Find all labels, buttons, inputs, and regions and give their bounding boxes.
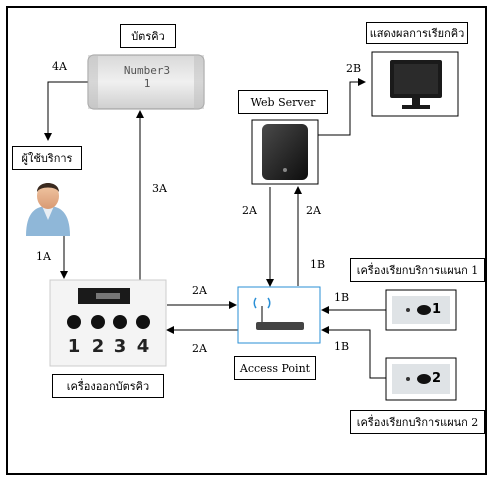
step-2a-right: 2A — [306, 204, 321, 217]
step-3a: 3A — [152, 182, 167, 195]
keypad-digit-1: 1 — [68, 336, 81, 357]
step-2b: 2B — [346, 62, 362, 75]
caller-device-2-image — [385, 357, 457, 401]
ticket-screen-line2: 1 — [143, 77, 151, 90]
keypad-digit-3: 3 — [114, 336, 127, 357]
step-1b-a: 1B — [310, 258, 326, 271]
caller-device-1-image — [385, 289, 457, 331]
monitor-image — [371, 51, 459, 117]
caller1-digit: 1 — [432, 302, 442, 317]
step-1b-b: 1B — [334, 291, 350, 304]
display-result-label: แสดงผลการเรียกคิว — [366, 22, 468, 44]
step-2a-bottom: 2A — [192, 342, 207, 355]
step-1b-c: 1B — [334, 340, 350, 353]
step-2a-top: 2A — [192, 284, 207, 297]
ticket-label: บัตรคิว — [120, 24, 176, 48]
user-avatar-image — [24, 182, 72, 236]
ticket-screen-line1: Number3 — [123, 64, 171, 77]
web-server-label: Web Server — [238, 90, 328, 114]
access-point-image — [237, 286, 321, 344]
step-2a-left: 2A — [242, 204, 257, 217]
keypad-digit-2: 2 — [92, 336, 105, 357]
keypad-digit-labels: 1 2 3 4 — [68, 336, 150, 357]
step-4a: 4A — [52, 60, 67, 73]
arrow-2b — [318, 78, 366, 136]
keypad-digit-4: 4 — [137, 336, 150, 357]
user-label: ผู้ใช้บริการ — [12, 146, 82, 170]
ticket-machine-image — [49, 279, 167, 367]
step-1a: 1A — [36, 250, 51, 263]
caller-dept2-label: เครื่องเรียกบริการแผนก 2 — [350, 410, 485, 434]
access-point-label: Access Point — [234, 356, 316, 380]
ticket-machine-label: เครื่องออกบัตรคิว — [52, 374, 164, 398]
arrow-4a — [44, 81, 88, 141]
web-server-image — [251, 119, 319, 185]
arrow-1b-caller2 — [321, 326, 386, 379]
caller-dept1-label: เครื่องเรียกบริการแผนก 1 — [350, 258, 485, 282]
diagram-frame — [6, 6, 487, 475]
ticket-lcd-image — [87, 54, 205, 110]
caller2-digit: 2 — [432, 371, 442, 386]
